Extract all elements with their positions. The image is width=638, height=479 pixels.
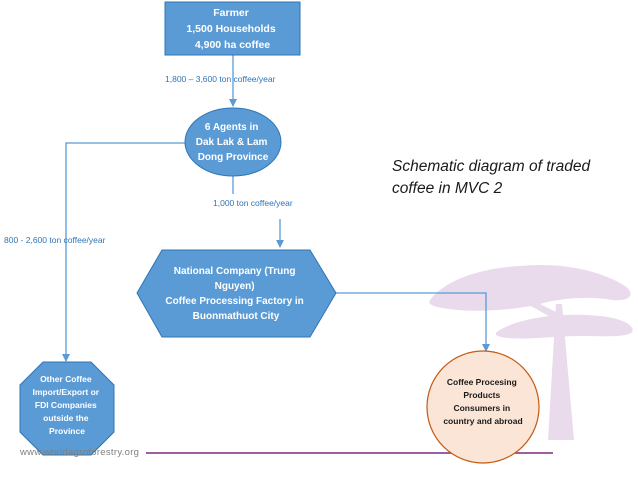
tree-silhouette-decoration [429, 264, 633, 440]
node-agents-line: 6 Agents in [205, 122, 259, 133]
node-other-companies-line: Import/Export or [33, 387, 100, 397]
edge-label-agents-to-other: 800 - 2,600 ton coffee/year [4, 235, 106, 245]
node-other-companies-line: Province [49, 426, 85, 436]
diagram-title: Schematic diagram of traded coffee in MV… [392, 156, 632, 200]
svg-text:National Company (Trung: National Company (Trung Nguyen) Coffee P… [165, 266, 306, 322]
edge-agents-to-other [62, 142, 186, 362]
node-other-companies-line: Other Coffee [40, 374, 92, 384]
node-consumers-line: Coffee Procesing [447, 377, 517, 387]
node-consumers-line: country and abroad [443, 416, 522, 426]
node-agents-shape [184, 107, 282, 177]
node-agents: 6 Agents in Dak Lak & Lam Dong Province [184, 107, 282, 177]
node-national-company-line: Nguyen) [215, 281, 255, 292]
footer-website-url: www.worldagroforestry.org [20, 447, 140, 458]
svg-text:Farmer 1,500 Household: Farmer 1,500 Households 4,900 ha coffee [186, 7, 278, 51]
node-other-companies-shape [19, 361, 115, 456]
node-farmer-line: Farmer [213, 7, 249, 19]
svg-text:6 Agents in Dak Lak &: 6 Agents in Dak Lak & Lam Dong Province [196, 122, 270, 163]
tree-canopy-large [429, 264, 631, 311]
node-farmer-line: 4,900 ha coffee [195, 39, 270, 51]
node-farmer: Farmer 1,500 Households 4,900 ha coffee [164, 1, 301, 56]
tree-branch-right [562, 318, 602, 336]
node-agents-line: Dak Lak & Lam [196, 137, 268, 148]
node-other-companies-line: FDI Companies [35, 400, 97, 410]
tree-trunk [548, 304, 574, 440]
node-national-company-shape [136, 249, 337, 338]
node-other-companies: Other Coffee Import/Export or FDI Compan… [19, 361, 115, 456]
edge-national-to-consumers [336, 292, 490, 352]
node-consumers-line: Consumers in [453, 403, 510, 413]
svg-text:Coffee Procesing Produ: Coffee Procesing Products Consumers in c… [443, 377, 522, 426]
node-farmer-shape [164, 1, 301, 56]
edge-label-agents-to-national: 1,000 ton coffee/year [213, 198, 293, 208]
edge-label-farmer-to-agents: 1,800 – 3,600 ton coffee/year [165, 74, 276, 84]
diagram-title-line: Schematic diagram of traded [392, 158, 591, 175]
node-consumers-line: Products [463, 390, 500, 400]
node-national-company-line: Buonmathuot City [193, 311, 280, 322]
diagram-title-line: coffee in MVC 2 [392, 180, 503, 197]
svg-text:Other Coffee Import/Ex: Other Coffee Import/Export or FDI Compan… [33, 374, 102, 436]
edge-agents-to-national [232, 176, 280, 247]
node-agents-line: Dong Province [198, 152, 269, 163]
node-farmer-line: 1,500 Households [186, 23, 275, 35]
tree-branch-left [520, 296, 560, 320]
node-national-company-line: Coffee Processing Factory in [165, 296, 303, 307]
node-national-company-line: National Company (Trung [174, 266, 296, 277]
node-other-companies-line: outside the [43, 413, 89, 423]
node-consumers: Coffee Procesing Products Consumers in c… [426, 350, 540, 464]
node-national-company: National Company (Trung Nguyen) Coffee P… [136, 249, 337, 338]
edges-layer [62, 55, 490, 362]
node-consumers-shape [426, 350, 540, 464]
